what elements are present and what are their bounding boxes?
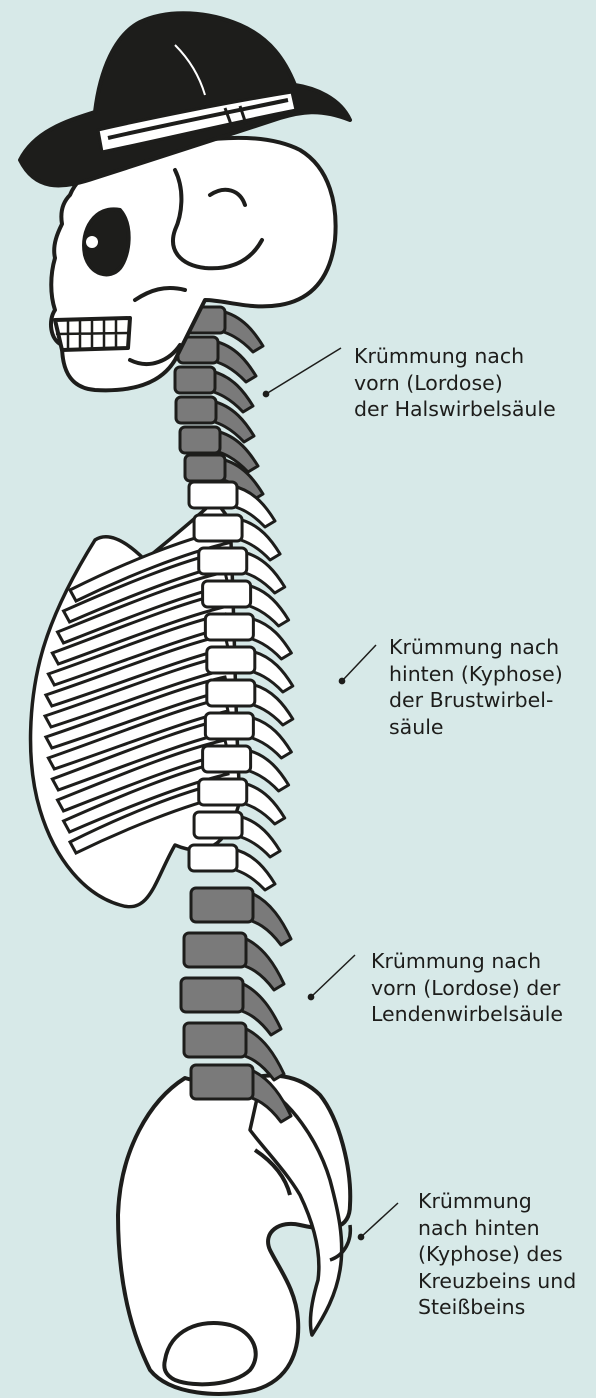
label-thoracic-line-1: Krümmung nach	[389, 634, 563, 661]
vertebra-body	[194, 812, 242, 838]
label-sacral-line-1: Krümmung	[418, 1188, 576, 1215]
vertebra-body	[205, 614, 253, 640]
vertebra-body	[181, 978, 243, 1012]
label-cervical-line-1: Krümmung nach	[354, 343, 556, 370]
label-lumbar-line-3: Lendenwirbelsäule	[371, 1001, 563, 1028]
leader-dot-cervical	[263, 391, 268, 396]
vertebra-body	[185, 455, 225, 481]
vertebra-body	[176, 397, 216, 423]
label-lumbar-line-1: Krümmung nach	[371, 948, 563, 975]
leader-line-lumbar	[311, 955, 355, 997]
vertebra-body	[207, 647, 255, 673]
label-cervical-line-2: vorn (Lordose)	[354, 370, 556, 397]
label-thoracic-line-4: säule	[389, 714, 563, 741]
vertebra-process	[242, 937, 284, 990]
vertebra-body	[194, 515, 242, 541]
label-thoracic-kyphosis: Krümmung nach hinten (Kyphose) der Brust…	[389, 634, 563, 740]
vertebra-body	[180, 427, 220, 453]
label-sacral-line-2: nach hinten	[418, 1215, 576, 1242]
label-thoracic-line-2: hinten (Kyphose)	[389, 661, 563, 688]
vertebra-body	[184, 1023, 246, 1057]
vertebra-body	[191, 888, 253, 922]
vertebra-body	[189, 482, 237, 508]
label-sacral-line-5: Steißbeins	[418, 1294, 576, 1321]
leader-dot-lumbar	[308, 994, 313, 999]
label-cervical-line-3: der Halswirbelsäule	[354, 396, 556, 423]
vertebra-body	[203, 581, 251, 607]
leader-line-thoracic	[342, 645, 376, 681]
leader-line-sacral	[361, 1203, 398, 1237]
label-sacral-line-3: (Kyphose) des	[418, 1241, 576, 1268]
label-sacral-kyphosis: Krümmung nach hinten (Kyphose) des Kreuz…	[418, 1188, 576, 1321]
label-cervical-lordosis: Krümmung nach vorn (Lordose) der Halswir…	[354, 343, 556, 423]
vertebra-body	[191, 1065, 253, 1099]
leader-dot-thoracic	[339, 678, 344, 683]
vertebra-body	[184, 933, 246, 967]
leader-dot-sacral	[358, 1234, 363, 1239]
vertebra-body	[205, 713, 253, 739]
label-sacral-line-4: Kreuzbeins und	[418, 1268, 576, 1295]
label-lumbar-line-2: vorn (Lordose) der	[371, 975, 563, 1002]
leader-line-cervical	[266, 348, 341, 394]
label-lumbar-lordosis: Krümmung nach vorn (Lordose) der Lendenw…	[371, 948, 563, 1028]
vertebra-process	[249, 892, 291, 945]
label-thoracic-line-3: der Brustwirbel-	[389, 687, 563, 714]
vertebra-body	[203, 746, 251, 772]
vertebra-body	[175, 367, 215, 393]
vertebra-body	[189, 845, 237, 871]
vertebra-body	[207, 680, 255, 706]
vertebra-body	[199, 779, 247, 805]
vertebra-body	[199, 548, 247, 574]
